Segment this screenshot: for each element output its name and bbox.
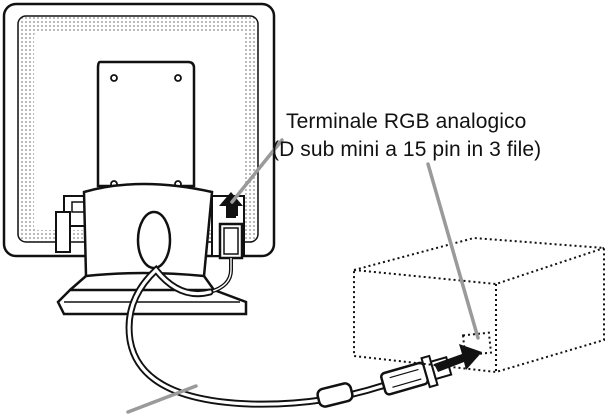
stand-illustration bbox=[56, 60, 248, 316]
insert-arrow-icon bbox=[434, 344, 482, 372]
insert-arrow-icon bbox=[219, 192, 243, 218]
callout-label-line-2: (D sub mini a 15 pin in 3 file) bbox=[272, 138, 542, 161]
vga-cable bbox=[125, 222, 453, 408]
computer-box bbox=[353, 236, 605, 374]
callout-label-line-1: Terminale RGB analogico bbox=[286, 110, 527, 133]
callout-leader-lines bbox=[126, 138, 480, 414]
